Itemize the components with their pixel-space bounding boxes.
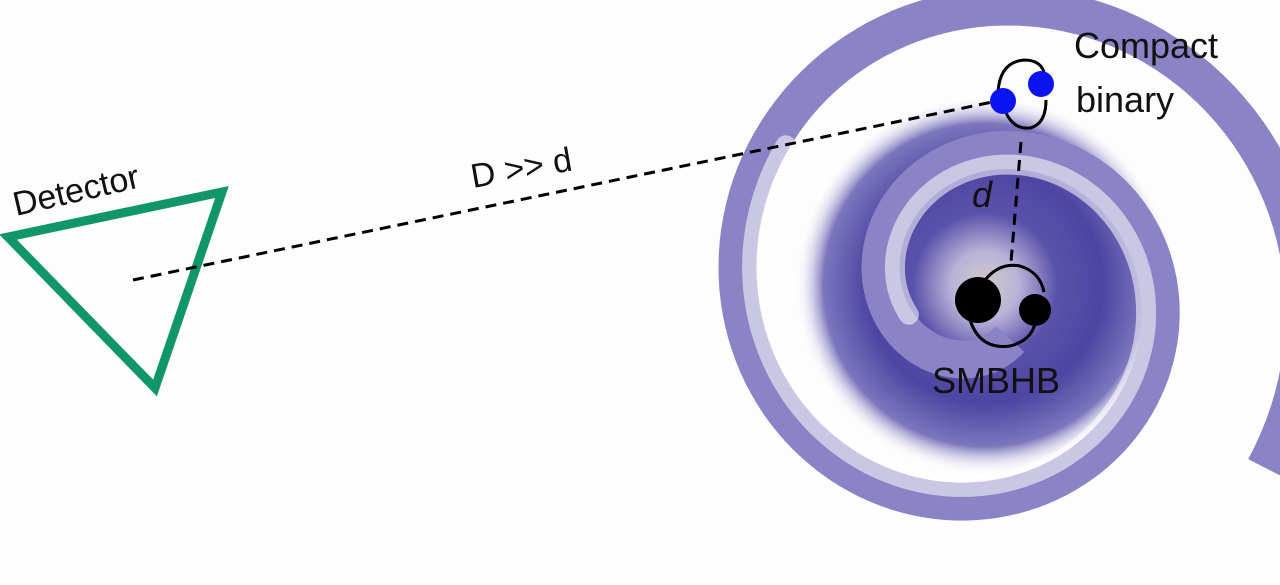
compact-binary-label-line2: binary (1076, 79, 1174, 120)
compact-binary-label-line1: Compact (1074, 25, 1218, 66)
distance-D-label: D >> d (468, 141, 575, 196)
compact-body-2 (1028, 71, 1054, 97)
distance-line-D (132, 98, 1003, 282)
distance-d-label: d (972, 174, 993, 215)
smbhb-orbit-arc-top (983, 263, 1046, 293)
detector-triangle (0, 185, 229, 397)
galaxy-spiral-arm (718, 0, 1280, 521)
distance-line-d (1009, 141, 1023, 263)
compact-binary-orbit-arc-bottom (1002, 99, 1048, 130)
compact-body-1 (990, 88, 1016, 114)
black-hole-large (955, 277, 1001, 323)
galaxy-inner-band (742, 135, 1157, 497)
black-hole-small (1019, 294, 1051, 326)
compact-binary-orbit-arc-top (996, 58, 1046, 93)
smbhb-label: SMBHB (932, 360, 1060, 401)
smbhb-orbit-arc-bottom (968, 317, 1038, 348)
